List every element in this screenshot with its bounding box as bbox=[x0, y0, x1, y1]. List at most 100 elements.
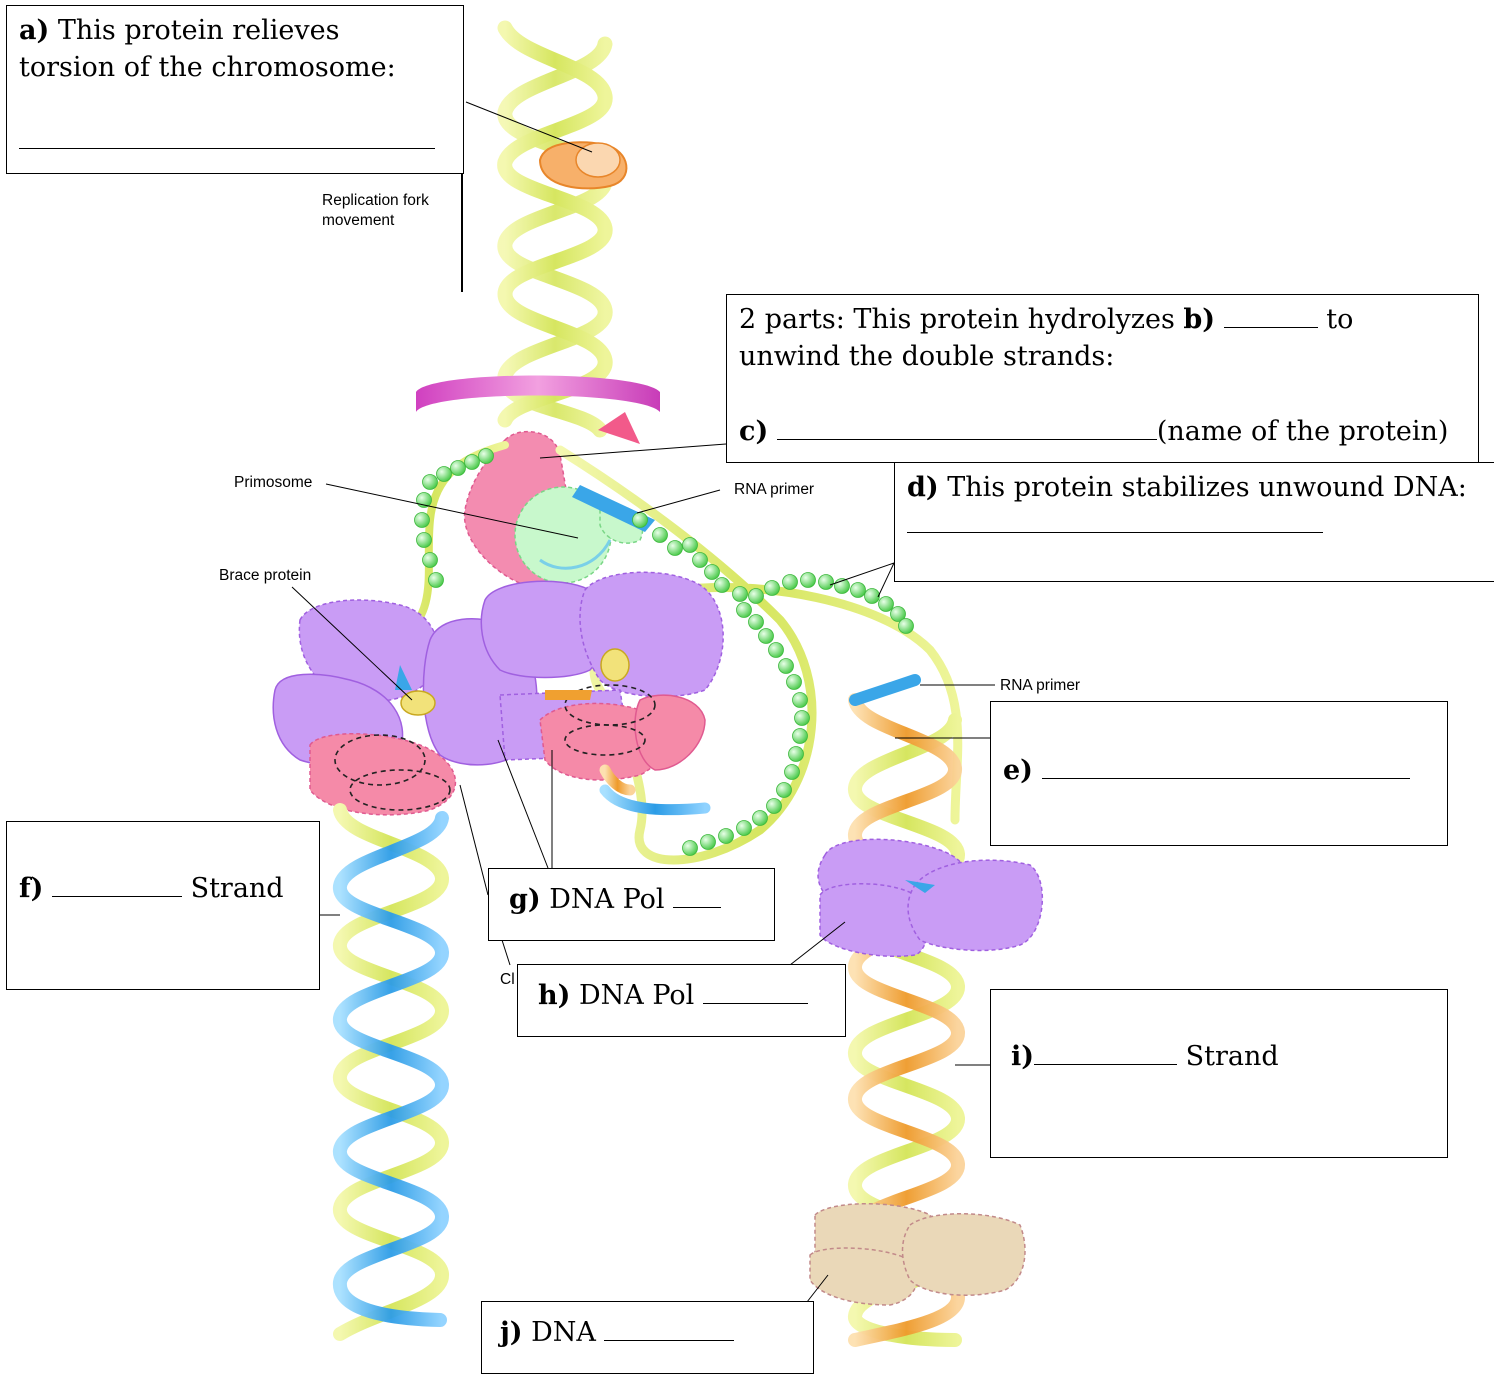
box-g-text: DNA Pol bbox=[540, 884, 674, 915]
ssb-bead bbox=[748, 588, 764, 604]
ssb-bead bbox=[700, 834, 716, 850]
question-box-g: g) DNA Pol bbox=[488, 868, 775, 941]
ssb-bead bbox=[752, 810, 768, 826]
question-box-a: a) This protein relieves torsion of the … bbox=[6, 5, 464, 174]
ssb-bead bbox=[768, 642, 784, 658]
leading-daughter-helix bbox=[332, 803, 449, 1341]
box-bc-b-suffix: to bbox=[1317, 304, 1354, 335]
dna-ligase bbox=[809, 1203, 1026, 1306]
question-box-e: e) bbox=[990, 701, 1448, 846]
ssb-bead bbox=[786, 674, 802, 690]
answer-blank-c[interactable] bbox=[776, 413, 1157, 440]
ssb-bead bbox=[667, 540, 683, 556]
ssb-bead bbox=[632, 512, 648, 528]
lagging-fragment-orange bbox=[599, 764, 636, 796]
ssb-bead bbox=[850, 582, 866, 598]
leader-lines bbox=[291, 101, 995, 1303]
box-a-line1: This protein relieves bbox=[49, 15, 340, 46]
letter-i: i) bbox=[1011, 1041, 1035, 1072]
ssb-bead bbox=[778, 658, 794, 674]
ssb-bead bbox=[890, 606, 906, 622]
clamp-label-fragment: Cl bbox=[500, 971, 515, 988]
ssb-bead bbox=[784, 764, 800, 780]
answer-blank-f[interactable] bbox=[51, 870, 182, 897]
ssb-bead bbox=[436, 466, 452, 482]
letter-f: f) bbox=[19, 873, 44, 904]
ssb-bead bbox=[766, 798, 782, 814]
question-box-d: d) This protein stabilizes unwound DNA: bbox=[894, 462, 1494, 582]
box-bc-line2: unwind the double strands: bbox=[739, 341, 1115, 372]
answer-blank-e[interactable] bbox=[1041, 752, 1410, 779]
ssb-bead bbox=[794, 710, 810, 726]
ssb-bead bbox=[732, 586, 748, 602]
ssb-bead bbox=[864, 588, 880, 604]
ssb-bead bbox=[718, 828, 734, 844]
box-bc-prefix: 2 parts: This protein hydrolyzes bbox=[739, 304, 1184, 335]
topoisomerase bbox=[538, 141, 628, 190]
answer-blank-j[interactable] bbox=[604, 1314, 735, 1341]
box-h-text: DNA Pol bbox=[570, 980, 703, 1011]
question-box-bc: 2 parts: This protein hydrolyzes b) to u… bbox=[726, 294, 1479, 463]
ssb-bead bbox=[682, 840, 698, 856]
answer-blank-d[interactable] bbox=[907, 506, 1323, 533]
rotation-arrow bbox=[416, 375, 660, 444]
box-i-suffix: Strand bbox=[1177, 1041, 1279, 1072]
letter-g: g) bbox=[509, 884, 541, 915]
letter-c: c) bbox=[739, 416, 769, 447]
letter-h: h) bbox=[538, 980, 571, 1011]
ssb-bead bbox=[714, 577, 730, 593]
question-box-j: j) DNA bbox=[481, 1301, 814, 1374]
ssb-bead bbox=[692, 552, 708, 568]
ssb-bead bbox=[776, 782, 792, 798]
answer-blank-g[interactable] bbox=[673, 881, 722, 908]
box-f-suffix: Strand bbox=[181, 873, 284, 904]
ssb-bead bbox=[898, 618, 914, 634]
letter-d: d) bbox=[907, 472, 939, 503]
lagging-fragment-new bbox=[599, 784, 711, 816]
dna-pol-one bbox=[817, 838, 1043, 958]
primase bbox=[514, 486, 644, 584]
question-box-h: h) DNA Pol bbox=[517, 964, 846, 1037]
ssb-bead bbox=[478, 448, 494, 464]
rna-primer-top-label: RNA primer bbox=[734, 481, 815, 498]
ssb-bead bbox=[764, 580, 780, 596]
brace-protein-label: Brace protein bbox=[219, 567, 312, 584]
ssb-bead bbox=[464, 454, 480, 470]
box-d-text: This protein stabilizes unwound DNA: bbox=[938, 472, 1467, 503]
ssb-bead bbox=[682, 537, 698, 553]
answer-blank-a[interactable] bbox=[19, 122, 435, 149]
ssb-bead bbox=[748, 614, 764, 630]
question-box-i: i) Strand bbox=[990, 989, 1448, 1158]
letter-e: e) bbox=[1003, 755, 1033, 786]
letter-a: a) bbox=[19, 15, 50, 46]
ssb-bead bbox=[736, 820, 752, 836]
ssb-bead bbox=[428, 572, 444, 588]
letter-b: b) bbox=[1183, 304, 1216, 335]
parental-helix bbox=[497, 20, 613, 438]
box-bc-c-suffix: (name of the protein) bbox=[1156, 416, 1449, 447]
box-j-text: DNA bbox=[522, 1317, 605, 1348]
ssb-bead bbox=[416, 532, 432, 548]
ssb-bead bbox=[782, 574, 798, 590]
ssb-bead bbox=[736, 602, 752, 618]
replication-fork-label: Replication fork movement bbox=[322, 192, 429, 229]
rna-primer-right-label: RNA primer bbox=[1000, 677, 1081, 694]
ssb-bead bbox=[414, 512, 430, 528]
ssb-bead bbox=[450, 460, 466, 476]
ssb-bead bbox=[878, 596, 894, 612]
ssb-bead bbox=[758, 628, 774, 644]
ssb-bead bbox=[652, 527, 668, 543]
answer-blank-h[interactable] bbox=[702, 977, 808, 1004]
ssb-bead bbox=[818, 574, 834, 590]
ssb-bead bbox=[800, 572, 816, 588]
answer-blank-i[interactable] bbox=[1034, 1038, 1178, 1065]
answer-blank-b[interactable] bbox=[1223, 301, 1318, 328]
ssb-bead bbox=[792, 692, 808, 708]
question-box-f: f) Strand bbox=[6, 821, 320, 990]
letter-j: j) bbox=[500, 1317, 523, 1348]
primosome-label: Primosome bbox=[234, 474, 313, 491]
polymerase-complex bbox=[272, 571, 724, 816]
ssb-bead bbox=[788, 746, 804, 762]
